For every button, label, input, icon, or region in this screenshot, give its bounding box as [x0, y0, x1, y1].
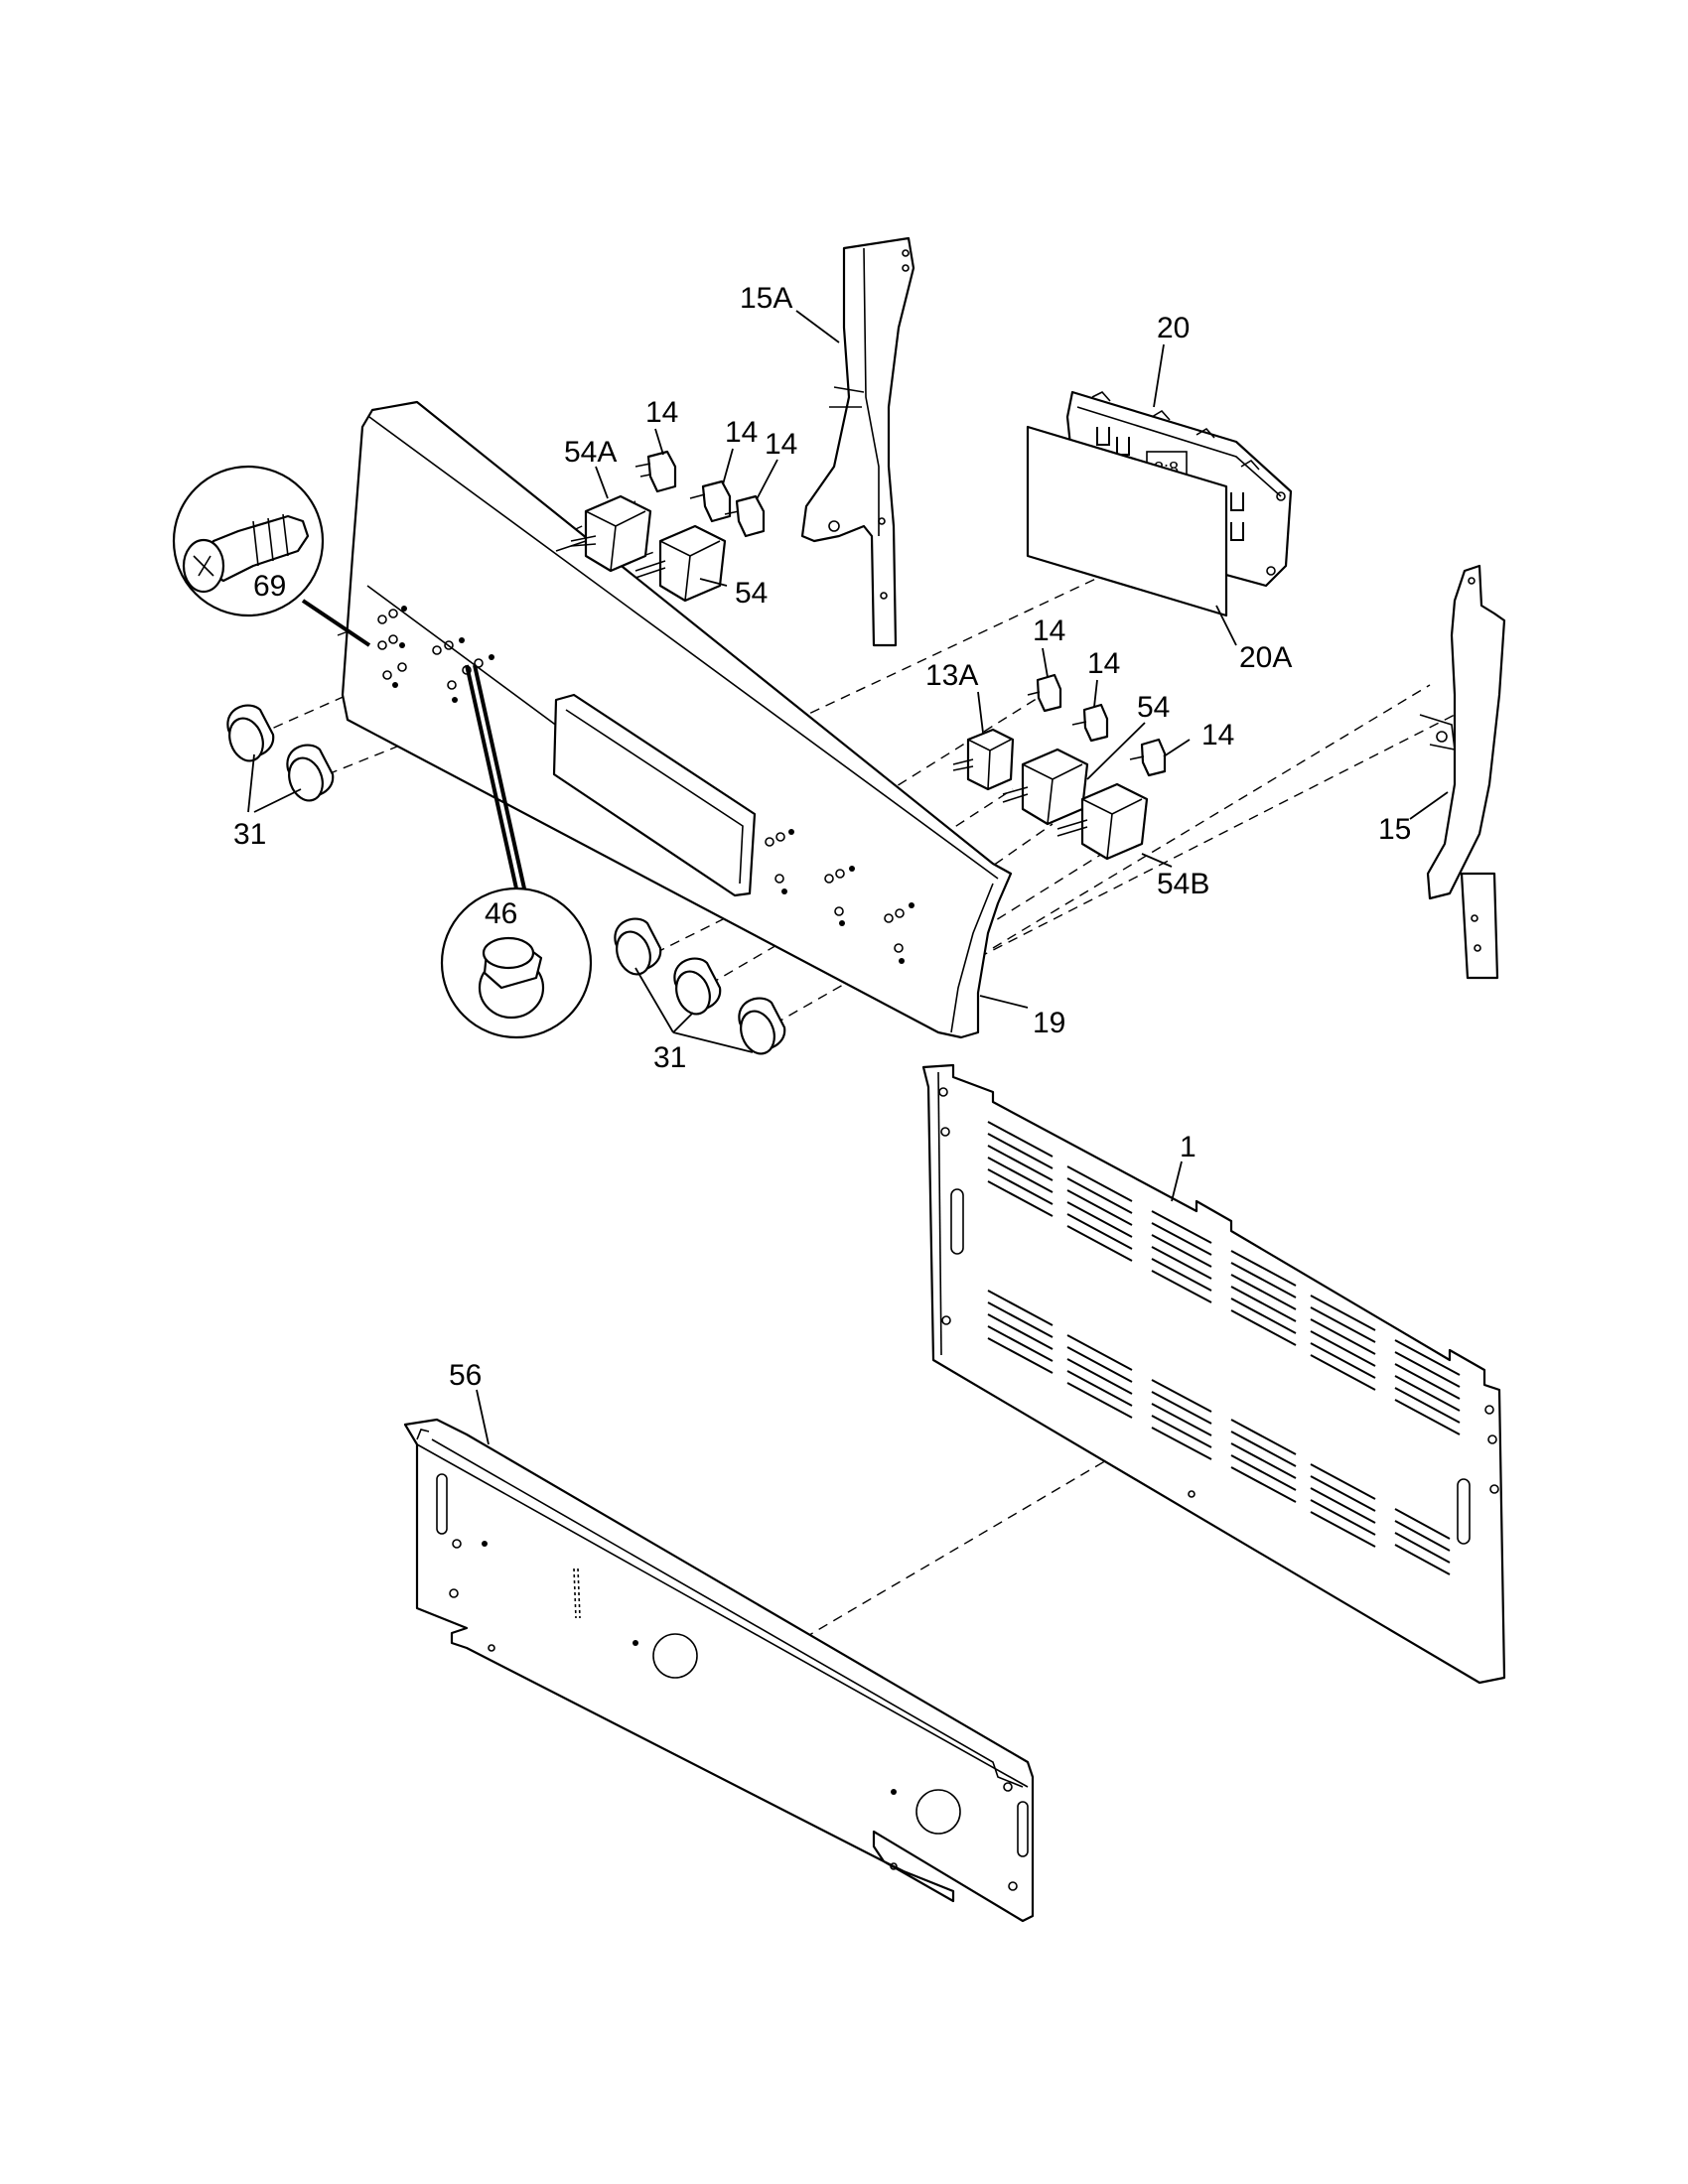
- label-20A: 20A: [1239, 641, 1292, 674]
- control-panel-19: [341, 400, 1013, 1039]
- rear-bracket-56: [403, 1418, 1035, 1923]
- side-trim-15A: [800, 236, 915, 647]
- switch-14-top-b: [689, 479, 732, 523]
- overlay-20A: [1026, 425, 1228, 617]
- switch-14-right-b: [1071, 703, 1109, 743]
- left-panel-holes: [377, 606, 494, 703]
- switch-14-top-a: [634, 450, 677, 493]
- leader-lines: [247, 310, 1449, 1445]
- switch-14-right-a: [1027, 673, 1062, 713]
- label-19: 19: [1033, 1007, 1065, 1039]
- label-54: 54: [735, 577, 768, 610]
- label-1: 1: [1180, 1131, 1196, 1163]
- label-56: 56: [449, 1359, 482, 1392]
- label-14e: 14: [1087, 647, 1120, 680]
- label-14b: 14: [725, 416, 758, 449]
- label-54B: 54B: [1157, 868, 1209, 900]
- label-31a: 31: [233, 818, 266, 851]
- label-54b: 54: [1137, 691, 1170, 724]
- knobs-31-right: [614, 917, 786, 1055]
- switch-13A: [952, 728, 1015, 791]
- label-14c: 14: [765, 428, 797, 461]
- right-panel-holes: [765, 829, 914, 964]
- label-14a: 14: [645, 396, 678, 429]
- label-14d: 14: [1033, 614, 1065, 647]
- knobs-31-left: [226, 704, 335, 802]
- label-13A: 13A: [925, 659, 978, 692]
- rear-panel-1: [921, 1063, 1506, 1685]
- screw-detail-69: [172, 465, 371, 647]
- switch-14-right-c: [1129, 738, 1167, 777]
- side-trim-15: [1419, 564, 1506, 980]
- vent-slots: [987, 1121, 1461, 1575]
- label-20: 20: [1157, 312, 1190, 344]
- switch-54B: [1056, 782, 1149, 861]
- label-31b: 31: [653, 1041, 686, 1074]
- label-14f: 14: [1201, 719, 1234, 751]
- button-detail-46: [440, 664, 593, 1039]
- switch-14-top-c: [724, 494, 766, 538]
- callout-labels: 15A 20 14 14 14 54A 54 69 20A 14 13A 14 …: [233, 282, 1411, 1392]
- label-54A: 54A: [564, 436, 617, 469]
- label-15A: 15A: [740, 282, 792, 315]
- label-46: 46: [485, 897, 517, 930]
- switch-54-top: [634, 524, 727, 603]
- switch-54-right: [1002, 748, 1089, 826]
- label-69: 69: [253, 570, 286, 603]
- label-15: 15: [1378, 813, 1411, 846]
- switch-54A: [555, 494, 652, 573]
